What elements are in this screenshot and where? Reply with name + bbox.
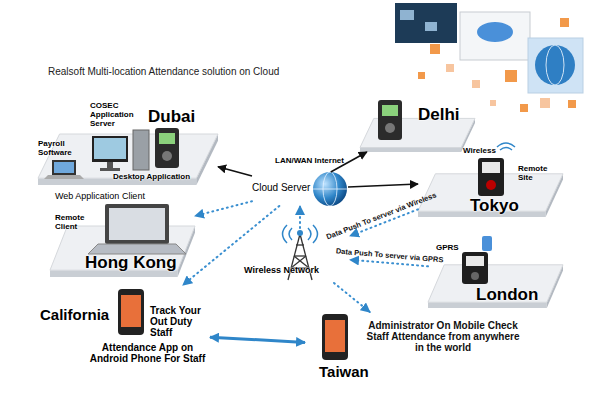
node-label: Taiwan [319,364,369,381]
fingerprint-reader [471,272,479,280]
laptop-base [44,175,84,179]
attendance-terminal [155,128,179,168]
orange-square [430,44,440,54]
laptop-display [54,162,74,173]
mobile-phone [322,314,348,360]
connector [195,201,252,216]
laptop-screen [105,204,169,244]
signal-arc [313,225,318,243]
node-label: Remote Client [55,214,95,232]
photo-tile [528,38,583,93]
node-label: Tokyo [470,197,519,216]
globe-equator [313,189,347,190]
node-label: Remote Site [518,165,560,183]
terminal-screen [382,105,398,116]
terminal-screen [159,133,175,144]
connector [334,283,370,312]
connector [348,184,418,187]
terminal-screen [482,162,500,173]
orange-square [540,98,550,108]
orange-square [446,64,454,72]
orange-square [472,80,480,88]
platform-top [38,134,218,178]
free-label: LAN/WAN Internet [275,157,344,166]
photo-tile [460,12,530,60]
node-label: Wireless [463,147,496,156]
node-label: Administrator On Mobile Check Staff Atte… [363,320,523,353]
phone-screen [325,320,345,352]
edge-label: Data Push To server via GPRS [336,247,444,264]
orange-square [568,100,576,108]
signal-arc [289,228,292,240]
fingerprint-reader [385,123,395,133]
gprs-module [482,236,492,251]
signal-arc [283,225,288,243]
signal-arc [308,228,311,240]
cloud-globe [313,172,347,206]
server-tower [133,130,149,170]
orange-square [490,100,496,106]
node-label: Web Application Client [55,192,145,202]
attendance-terminal [478,158,504,196]
location-node: Cloud Server [252,172,348,206]
attendance-terminal [378,100,402,140]
monitor [92,136,128,162]
location-node: Delhi [360,96,475,152]
orange-square [505,70,517,82]
phone-screen [121,295,141,327]
tower-strut [296,244,304,245]
laptop-base [88,244,186,254]
photo-tile [395,3,457,43]
monitor-stand [107,162,113,168]
tower-antenna [297,230,303,236]
photo-detail [425,22,437,31]
connector [299,206,301,228]
node-label: Attendance App on Android Phone For Staf… [85,342,210,364]
mobile-phone [118,289,144,335]
location-node: GPRS London [428,236,563,308]
node-label: Cloud Server [252,182,310,193]
connector [210,337,305,342]
wifi-arc [497,143,515,147]
node-label: London [476,286,538,305]
orange-square [520,104,528,112]
laptop-screen [52,160,76,175]
wifi-arc [500,148,512,151]
attendance-terminal [462,252,488,284]
laptop-display [109,208,165,240]
node-label: Delhi [418,106,460,125]
node-label: Desktop Application [113,173,190,182]
node-label: Payroll Software [38,140,80,158]
node-label: COSEC Application Server [90,102,138,128]
orange-square [418,72,425,79]
orange-square [560,18,569,27]
globe-meridian [546,45,564,85]
node-label: GPRS [436,244,459,253]
globe-icon [535,45,575,85]
node-label: Hong Kong [85,254,177,273]
node-label: Wireless Network [244,266,319,276]
monitor-display [94,138,126,159]
fingerprint-reader [162,151,172,161]
photo-detail [400,10,414,20]
connector [218,167,252,176]
tower-strut [294,255,306,256]
node-label: Dubai [148,108,195,127]
terminal-screen [466,256,484,266]
cloud-icon [477,22,513,42]
node-label: California [40,307,109,324]
monitor-foot [100,168,120,171]
diagram-title: Realsoft Multi-location Attendance solut… [48,66,279,77]
fingerprint-reader [486,180,496,190]
node-label: Track Your Out Duty Staff [150,305,212,338]
platform-edge [360,148,461,152]
